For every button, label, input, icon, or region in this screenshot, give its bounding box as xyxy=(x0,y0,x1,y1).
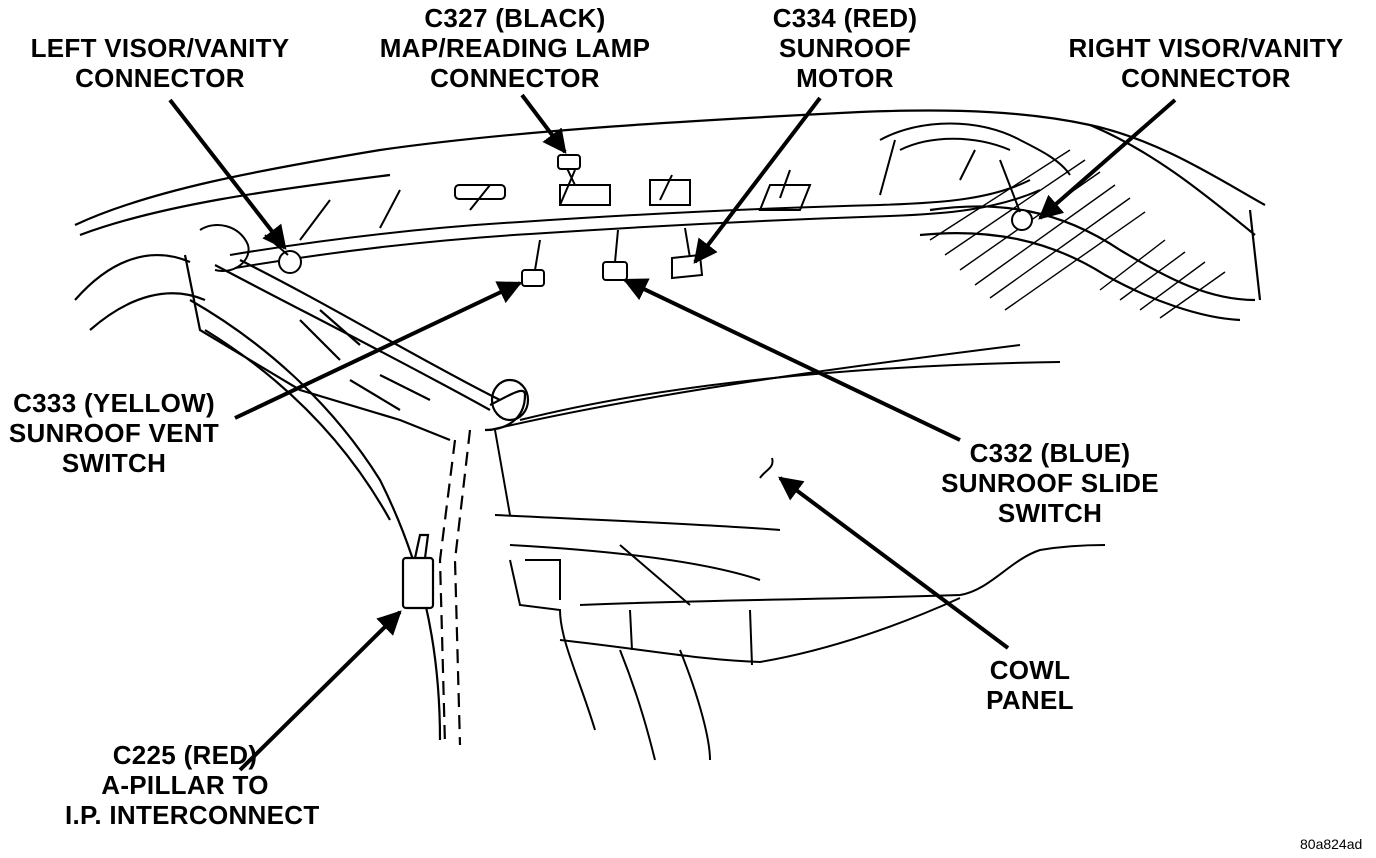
label-line: CONNECTOR xyxy=(430,63,600,93)
label-line: C327 (BLACK) xyxy=(424,3,606,33)
label-left-visor-connector: LEFT VISOR/VANITY CONNECTOR xyxy=(20,33,300,93)
label-line: C334 (RED) xyxy=(772,3,918,33)
arrow-right-visor xyxy=(1038,98,1177,220)
arrow-c225 xyxy=(238,610,402,772)
label-c333-vent-switch: C333 (YELLOW) SUNROOF VENT SWITCH xyxy=(0,388,228,478)
label-line: LEFT VISOR/VANITY xyxy=(30,33,290,63)
label-line: C225 (RED) xyxy=(112,740,258,770)
arrow-c333 xyxy=(234,281,523,420)
label-line: C332 (BLUE) xyxy=(969,438,1131,468)
right-panel-hatching xyxy=(929,149,1226,319)
label-c225-a-pillar: C225 (RED) A-PILLAR TO I.P. INTERCONNECT xyxy=(65,740,320,830)
label-line: RIGHT VISOR/VANITY xyxy=(1068,33,1344,63)
label-line: CONNECTOR xyxy=(1121,63,1291,93)
label-line: SWITCH xyxy=(61,448,167,478)
label-line: C333 (YELLOW) xyxy=(13,388,215,418)
arrow-c332 xyxy=(622,278,961,442)
label-line: SUNROOF xyxy=(778,33,912,63)
label-c327-map-lamp: C327 (BLACK) MAP/READING LAMP CONNECTOR xyxy=(370,3,660,93)
header-harness xyxy=(229,122,1071,269)
arrow-cowl xyxy=(778,476,1010,650)
label-line: COWL xyxy=(989,655,1071,685)
hanging-connectors xyxy=(199,154,1033,287)
leader-arrows xyxy=(168,93,1177,772)
label-line: SWITCH xyxy=(997,498,1103,528)
label-line: I.P. INTERCONNECT xyxy=(65,800,320,830)
label-line: CONNECTOR xyxy=(75,63,245,93)
label-c332-slide-switch: C332 (BLUE) SUNROOF SLIDE SWITCH xyxy=(930,438,1170,528)
label-c334-sunroof-motor: C334 (RED) SUNROOF MOTOR xyxy=(750,3,940,93)
a-pillar xyxy=(183,254,530,746)
label-line: SUNROOF SLIDE xyxy=(941,468,1159,498)
label-line: PANEL xyxy=(986,685,1074,715)
label-right-visor-connector: RIGHT VISOR/VANITY CONNECTOR xyxy=(1058,33,1354,93)
figure-code: 80a824ad xyxy=(1300,836,1363,852)
label-cowl-panel: COWL PANEL xyxy=(965,655,1095,715)
label-line: SUNROOF VENT xyxy=(8,418,220,448)
arrow-c327 xyxy=(520,93,567,154)
roof-outline xyxy=(74,109,1266,331)
arrow-left-visor xyxy=(168,98,287,250)
instrument-panel xyxy=(489,344,1106,761)
arrow-c334 xyxy=(693,96,822,264)
label-line: MOTOR xyxy=(796,63,894,93)
label-line: A-PILLAR TO xyxy=(101,770,269,800)
label-line: MAP/READING LAMP xyxy=(379,33,651,63)
